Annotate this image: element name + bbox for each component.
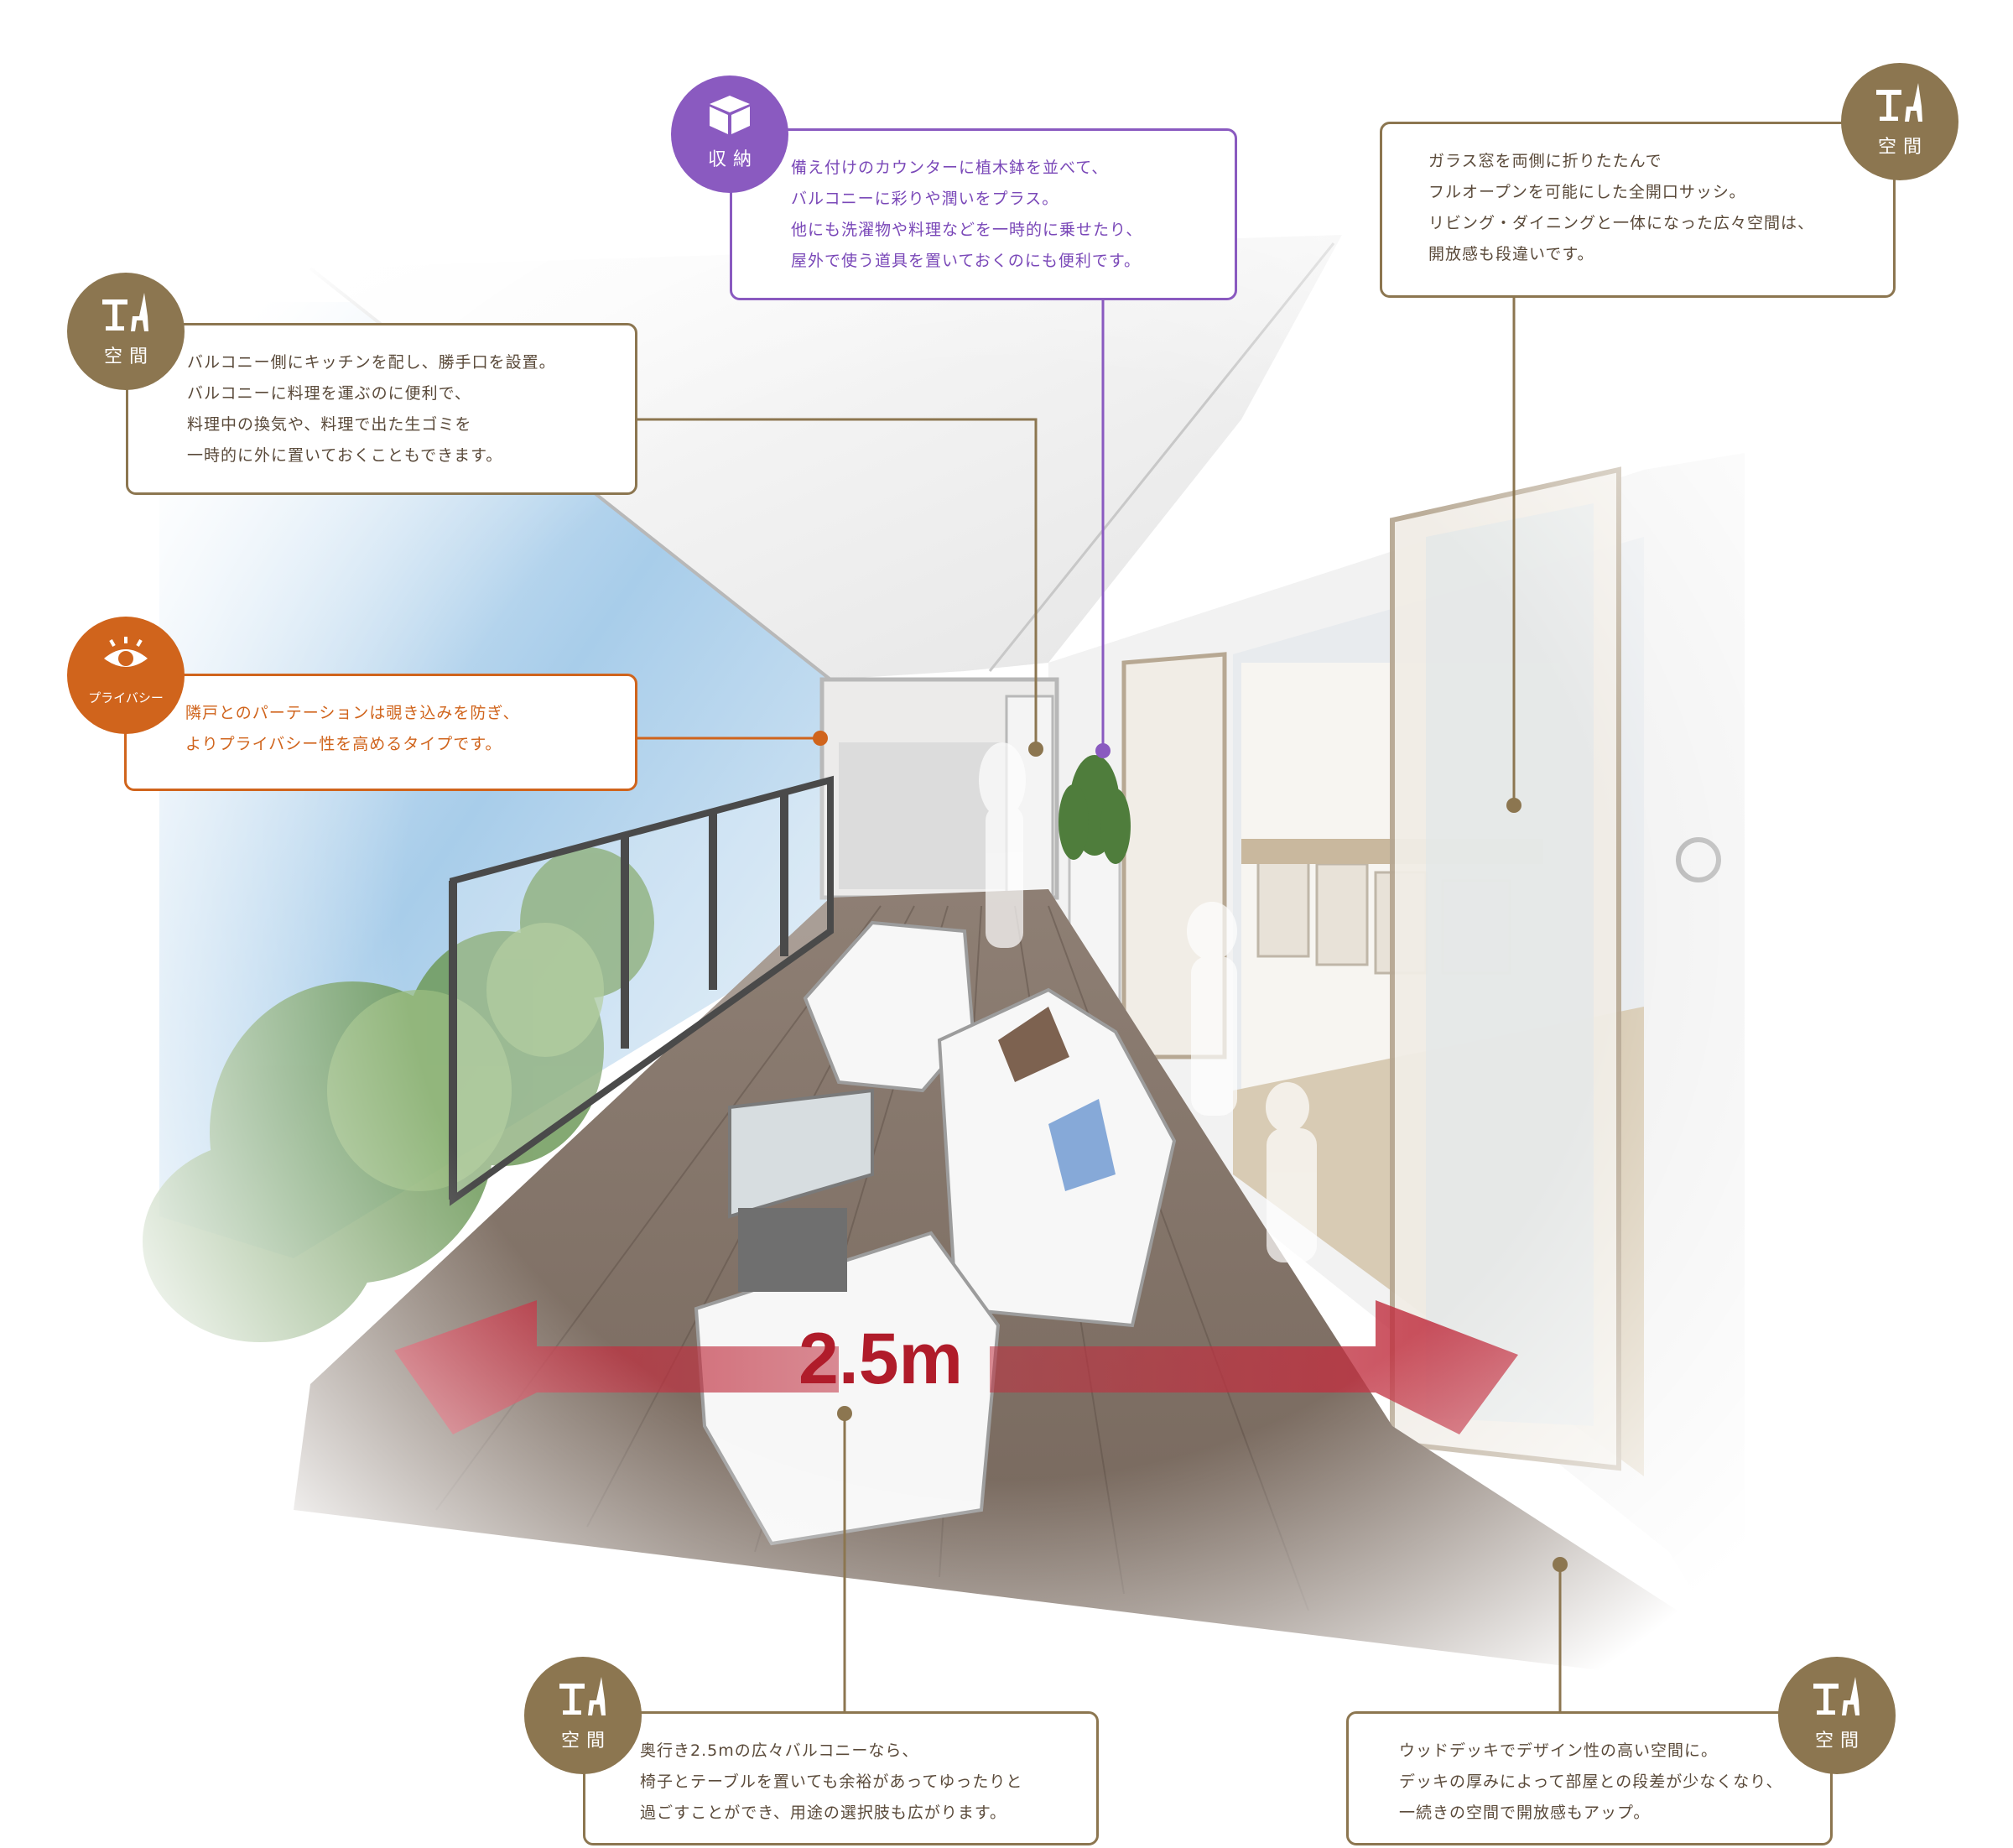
callout-kitchen: バルコニー側にキッチンを配し、勝手口を設置。 バルコニーに料理を運ぶのに便利で、… [126, 323, 637, 495]
box-icon [710, 96, 750, 134]
badge-space-deck: 空間 [1778, 1657, 1896, 1774]
callout-text-line: 隣戸とのパーテーションは覗き込みを防ぎ、 [185, 704, 520, 722]
badge-space-kitchen: 空間 [67, 273, 185, 390]
callout-text-line: 奥行き2.5mの広々バルコニーなら、 [640, 1741, 919, 1760]
badge-label: プライバシー [88, 690, 164, 705]
callout-privacy: 隣戸とのパーテーションは覗き込みを防ぎ、 よりプライバシー性を高めるタイプです。 [124, 674, 637, 791]
eye-icon [104, 637, 148, 667]
depth-measurement-label: 2.5m [798, 1319, 964, 1399]
callout-deck: ウッドデッキでデザイン性の高い空間に。 デッキの厚みによって部屋との段差が少なく… [1346, 1711, 1833, 1845]
callout-storage: 備え付けのカウンターに植木鉢を並べて、 バルコニーに彩りや潤いをプラス。 他にも… [730, 128, 1237, 300]
badge-space-depth: 空間 [524, 1657, 642, 1774]
callout-depth: 奥行き2.5mの広々バルコニーなら、 椅子とテーブルを置いても余裕があってゆった… [583, 1711, 1099, 1845]
callout-text-line: リビング・ダイニングと一体になった広々空間は、 [1428, 214, 1815, 232]
badge-storage: 収納 [671, 75, 788, 193]
callout-sash: ガラス窓を両側に折りたたんで フルオープンを可能にした全開口サッシ。 リビング・… [1380, 122, 1896, 298]
callout-text-line: 椅子とテーブルを置いても余裕があってゆったりと [640, 1773, 1023, 1791]
badge-privacy: プライバシー [67, 617, 185, 734]
callout-text-line: バルコニーに料理を運ぶのに便利で、 [187, 384, 471, 403]
callout-text-line: 一時的に外に置いておくこともできます。 [187, 446, 503, 465]
table-chair-icon [559, 1677, 606, 1715]
callout-text-line: 料理中の換気や、料理で出た生ゴミを [187, 415, 472, 434]
callout-text-line: 過ごすことができ、用途の選択肢も広がります。 [640, 1804, 1006, 1822]
badge-space-sash: 空間 [1841, 63, 1958, 180]
badge-label: 空間 [103, 346, 154, 367]
callout-text-line: デッキの厚みによって部屋との段差が少なくなり、 [1399, 1773, 1783, 1791]
callout-text-line: 屋外で使う道具を置いておくのにも便利です。 [791, 252, 1141, 270]
badge-label: 収納 [707, 149, 758, 170]
callout-text-line: よりプライバシー性を高めるタイプです。 [185, 735, 502, 753]
callout-text-line: フルオープンを可能にした全開口サッシ。 [1428, 183, 1746, 201]
table-chair-icon [1876, 83, 1922, 122]
table-chair-icon [102, 293, 148, 331]
badge-label: 空間 [560, 1731, 611, 1752]
callout-text-line: 他にも洗濯物や料理などを一時的に乗せたり、 [791, 221, 1143, 239]
table-chair-icon [1813, 1677, 1860, 1715]
badge-label: 空間 [1814, 1731, 1865, 1752]
callout-text-line: ガラス窓を両側に折りたたんで [1428, 152, 1662, 170]
callout-text-line: 備え付けのカウンターに植木鉢を並べて、 [791, 159, 1109, 177]
callout-text-line: バルコニー側にキッチンを配し、勝手口を設置。 [187, 353, 556, 372]
callout-text-line: 開放感も段違いです。 [1428, 245, 1594, 263]
badge-label: 空間 [1877, 137, 1928, 158]
callout-text-line: ウッドデッキでデザイン性の高い空間に。 [1399, 1741, 1719, 1760]
callout-text-line: バルコニーに彩りや潤いをプラス。 [791, 190, 1059, 208]
callout-text-line: 一続きの空間で開放感もアップ。 [1399, 1804, 1651, 1822]
